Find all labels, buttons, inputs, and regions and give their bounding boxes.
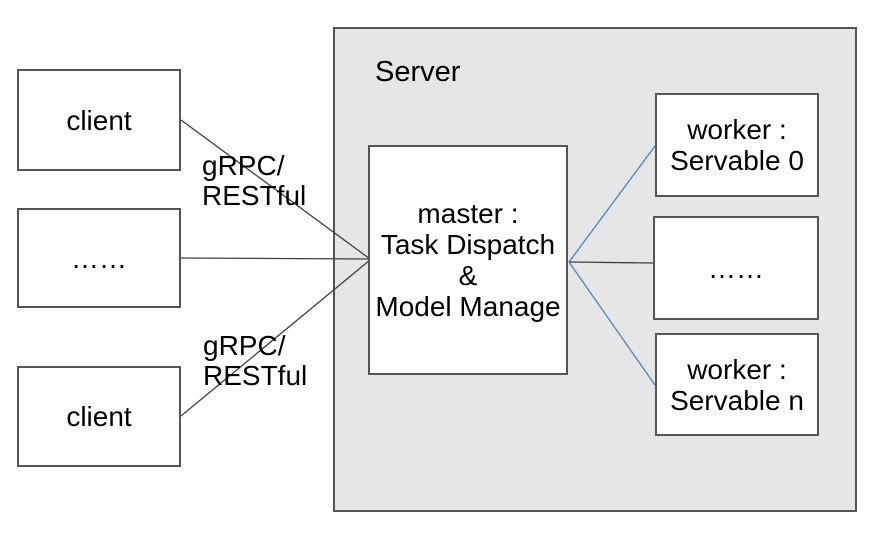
master-line-2: Task Dispatch: [380, 229, 556, 260]
worker-0-line-1: worker :: [687, 114, 787, 145]
master-box-text: master : Task Dispatch & Model Manage: [375, 198, 560, 322]
edge-label-bottom-line2: RESTful: [203, 360, 308, 391]
connector-client-bottom-to-master: [180, 259, 371, 417]
connector-client-middle-to-master: [180, 257, 371, 260]
edge-label-top-line2: RESTful: [202, 180, 307, 211]
client-box-top-label: client: [66, 104, 132, 136]
edge-label-grpc-restful-bottom: gRPC/ RESTful: [203, 331, 307, 391]
master-line-3: &: [458, 260, 478, 291]
client-box-middle-ellipsis: ……: [17, 208, 181, 308]
worker-box-servable-0-text: worker : Servable 0: [670, 114, 804, 176]
master-box: master : Task Dispatch & Model Manage: [368, 145, 568, 375]
edge-label-bottom-line1: gRPC/: [203, 330, 286, 361]
worker-box-middle-ellipsis: ……: [653, 216, 819, 320]
edge-label-top-line1: gRPC/: [202, 150, 285, 181]
worker-box-middle-label: ……: [708, 252, 764, 284]
worker-box-servable-n: worker : Servable n: [655, 333, 819, 436]
connector-master-to-worker-middle: [568, 261, 654, 264]
worker-n-line-1: worker :: [687, 353, 787, 385]
worker-box-servable-n-text: worker : Servable n: [670, 354, 804, 416]
server-label: Server: [375, 56, 461, 88]
edge-label-grpc-restful-top: gRPC/ RESTful: [202, 151, 306, 211]
client-box-bottom: client: [17, 366, 181, 467]
worker-box-servable-0: worker : Servable 0: [655, 93, 819, 197]
worker-n-line-2: Servable n: [670, 384, 804, 416]
client-box-middle-label: ……: [71, 242, 127, 274]
master-line-4: Model Manage: [375, 291, 561, 322]
master-line-1: master :: [417, 198, 519, 229]
connector-client-top-to-master: [180, 119, 371, 260]
client-box-bottom-label: client: [66, 401, 132, 432]
client-box-top: client: [17, 69, 181, 171]
connector-master-to-worker-bottom: [568, 261, 656, 386]
connector-master-to-worker-top: [568, 145, 656, 263]
worker-0-line-2: Servable 0: [670, 145, 804, 176]
